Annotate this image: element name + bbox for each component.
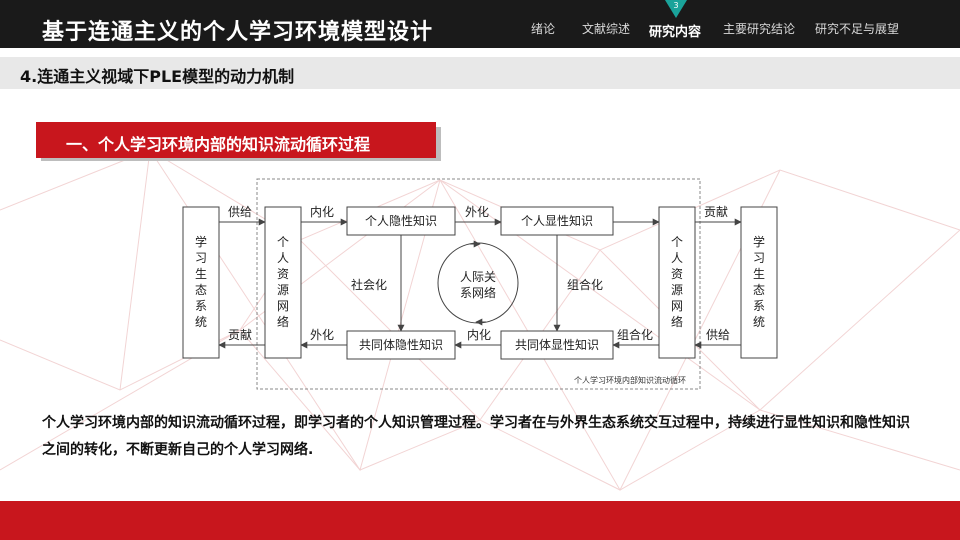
left-ecosystem-text: 学 习 生 态 系 统 bbox=[195, 234, 207, 329]
label-internalize-bottom: 内化 bbox=[467, 328, 491, 342]
right-ecosystem-text: 学 习 生 态 系 统 bbox=[753, 234, 765, 329]
active-section-marker bbox=[665, 0, 687, 18]
center-label-line1: 人际关 bbox=[460, 270, 496, 284]
label-supply-right: 供给 bbox=[706, 328, 730, 342]
left-ecosystem-box bbox=[182, 206, 220, 359]
svg-text:个: 个 bbox=[671, 235, 683, 249]
nav-item-intro[interactable]: 绪论 bbox=[531, 22, 556, 36]
svg-text:系: 系 bbox=[195, 299, 207, 313]
body-paragraph: 个人学习环境内部的知识流动循环过程，即学习者的个人知识管理过程。学习者在与外界生… bbox=[42, 415, 910, 458]
label-supply-left: 供给 bbox=[228, 205, 252, 219]
svg-text:学: 学 bbox=[753, 234, 765, 249]
personal-explicit-label: 个人显性知识 bbox=[521, 214, 593, 228]
left-network-text: 个 人 资 源 网 络 bbox=[277, 235, 289, 329]
svg-text:资: 资 bbox=[671, 267, 683, 281]
svg-text:资: 资 bbox=[277, 267, 289, 281]
diagram-frame bbox=[256, 178, 701, 390]
svg-text:态: 态 bbox=[753, 283, 765, 297]
diagram-caption: 个人学习环境内部知识流动循环 bbox=[574, 375, 686, 385]
svg-text:络: 络 bbox=[277, 314, 289, 329]
section-title-box bbox=[36, 122, 436, 158]
community-explicit-label: 共同体显性知识 bbox=[515, 338, 599, 352]
label-socialize: 社会化 bbox=[351, 277, 387, 292]
center-label-line2: 系网络 bbox=[460, 285, 496, 300]
label-combine-mid: 组合化 bbox=[567, 277, 603, 292]
nav-item-outlook[interactable]: 研究不足与展望 bbox=[815, 22, 900, 36]
left-network-box bbox=[264, 206, 302, 359]
personal-tacit-label: 个人隐性知识 bbox=[365, 214, 437, 228]
svg-text:人: 人 bbox=[671, 251, 683, 265]
label-externalize-bottom: 外化 bbox=[310, 328, 334, 342]
label-contribute-right: 贡献 bbox=[704, 204, 728, 219]
subheader-title: 4.连通主义视域下PLE模型的动力机制 bbox=[20, 67, 295, 86]
section-title: 一、个人学习环境内部的知识流动循环过程 bbox=[66, 135, 371, 154]
community-tacit-label: 共同体隐性知识 bbox=[359, 338, 443, 352]
svg-text:生: 生 bbox=[195, 267, 207, 281]
svg-text:个: 个 bbox=[277, 235, 289, 249]
svg-text:习: 习 bbox=[753, 251, 765, 265]
svg-text:络: 络 bbox=[671, 314, 683, 329]
active-section-number: 3 bbox=[673, 1, 679, 10]
svg-text:生: 生 bbox=[753, 267, 765, 281]
nav-item-conclusions[interactable]: 主要研究结论 bbox=[723, 22, 796, 36]
svg-text:习: 习 bbox=[195, 251, 207, 265]
svg-text:学: 学 bbox=[195, 234, 207, 249]
svg-text:网: 网 bbox=[277, 299, 289, 313]
right-network-box bbox=[658, 206, 696, 359]
label-contribute-left: 贡献 bbox=[228, 327, 252, 342]
svg-text:系: 系 bbox=[753, 299, 765, 313]
page-title: 基于连通主义的个人学习环境模型设计 bbox=[42, 20, 434, 45]
svg-text:人: 人 bbox=[277, 251, 289, 265]
nav-item-research-content[interactable]: 研究内容 bbox=[649, 25, 702, 40]
subheader-bar bbox=[0, 57, 960, 89]
svg-text:源: 源 bbox=[671, 283, 683, 297]
svg-text:网: 网 bbox=[671, 299, 683, 313]
label-combine-bottom: 组合化 bbox=[617, 327, 653, 342]
label-internalize-top: 内化 bbox=[310, 205, 334, 219]
nav-item-literature[interactable]: 文献综述 bbox=[582, 22, 631, 36]
svg-text:统: 统 bbox=[195, 315, 207, 329]
footer-bar bbox=[0, 501, 960, 540]
label-externalize-top: 外化 bbox=[465, 205, 489, 219]
right-ecosystem-box bbox=[740, 206, 778, 359]
top-bar bbox=[0, 0, 960, 48]
svg-text:统: 统 bbox=[753, 315, 765, 329]
svg-text:源: 源 bbox=[277, 283, 289, 297]
right-network-text: 个 人 资 源 网 络 bbox=[671, 235, 683, 329]
svg-text:态: 态 bbox=[195, 283, 207, 297]
personal-tacit-box bbox=[346, 206, 456, 236]
